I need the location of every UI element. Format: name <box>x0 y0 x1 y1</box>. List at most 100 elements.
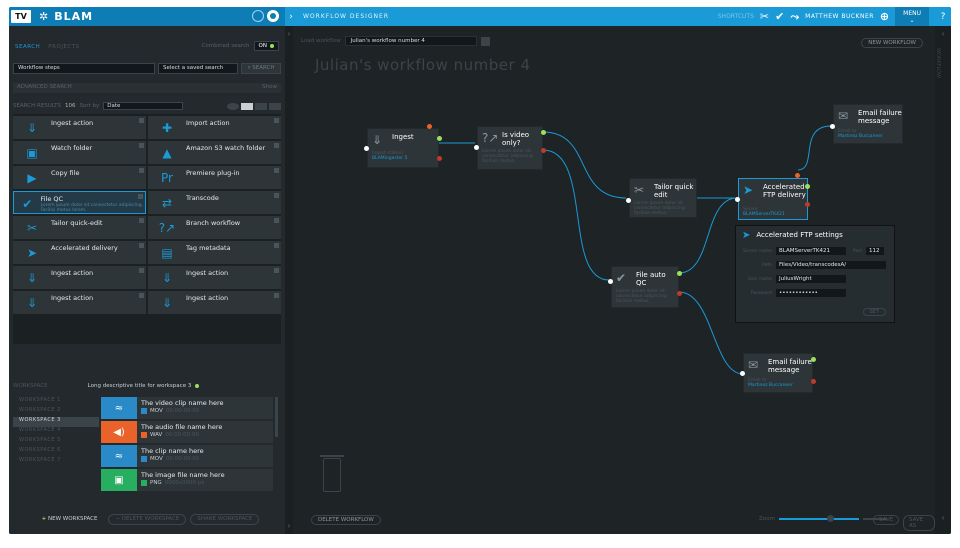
step-tile[interactable]: ▣Watch folder <box>13 141 146 164</box>
zoom-slider[interactable] <box>778 515 859 522</box>
user-name[interactable]: MATTHEW BUCKNER <box>805 13 874 20</box>
port-success[interactable] <box>677 271 682 276</box>
step-tile[interactable]: ⇓Ingest action <box>13 266 146 289</box>
tab-search[interactable]: SEARCH <box>15 44 41 50</box>
workspace-item[interactable]: WORKSPACE 3 <box>13 417 99 427</box>
menu-button[interactable]: MENU ⌄ <box>895 7 929 26</box>
port-in[interactable] <box>735 197 740 202</box>
node-file-auto-qc[interactable]: ✔ File auto QC Lorem ipsum dolor sit con… <box>611 266 679 308</box>
workspace-item[interactable]: WORKSPACE 6 <box>19 447 61 453</box>
workspace-item[interactable]: WORKSPACE 1 <box>19 397 61 403</box>
clip-scrollbar[interactable] <box>275 397 278 437</box>
qc-check-icon[interactable]: ✔ <box>775 10 785 23</box>
step-tile[interactable]: ⇓Ingest action <box>148 266 281 289</box>
info-icon[interactable] <box>274 168 279 173</box>
left-collapse-strip[interactable]: › › <box>285 26 293 534</box>
step-tile[interactable]: ✚Import action <box>148 116 281 139</box>
port-success[interactable] <box>541 130 546 135</box>
workspace-item[interactable]: WORKSPACE 4 <box>19 427 61 433</box>
port-success[interactable] <box>811 357 816 362</box>
delete-workflow-button[interactable]: DELETE WORKFLOW <box>311 515 381 525</box>
step-tile[interactable]: ▶Copy file <box>13 166 146 189</box>
user-field[interactable]: JuliusWright <box>776 275 846 283</box>
step-tile[interactable]: ✂Tailor quick-edit <box>13 216 146 239</box>
save-as-button[interactable]: SAVE AS <box>903 515 935 531</box>
port-in[interactable] <box>364 146 369 151</box>
node-tailor-quick-edit[interactable]: ✂ Tailor quick edit Lorem ipsum dolor si… <box>629 178 697 218</box>
info-icon[interactable] <box>138 194 143 199</box>
new-workspace-button[interactable]: + NEW WORKSPACE <box>35 514 105 525</box>
node-is-video[interactable]: ?↗ Is video only? Lorem ipsum dolor sit … <box>477 126 543 170</box>
info-icon[interactable] <box>274 243 279 248</box>
info-icon[interactable] <box>274 293 279 298</box>
info-icon[interactable] <box>274 268 279 273</box>
branch-icon[interactable]: ⤳ <box>790 9 800 23</box>
port-in[interactable] <box>740 371 745 376</box>
step-tile[interactable]: ?↗Branch workflow <box>148 216 281 239</box>
path-field[interactable]: Files/Video/transcodesA/ <box>776 261 886 269</box>
port-in[interactable] <box>626 198 631 203</box>
port-failure[interactable] <box>437 156 442 161</box>
combined-search-toggle[interactable]: ON <box>253 41 279 51</box>
list-view-icon[interactable] <box>255 102 267 110</box>
new-workflow-button[interactable]: NEW WORKFLOW <box>861 38 923 48</box>
share-workspace-button[interactable]: SHARE WORKSPACE <box>190 514 260 525</box>
save-button[interactable]: SAVE <box>873 515 900 525</box>
info-icon[interactable] <box>274 118 279 123</box>
step-tile[interactable]: ▤Tag metadata <box>148 241 281 264</box>
info-icon[interactable] <box>274 143 279 148</box>
grid-view-icon[interactable] <box>241 102 253 110</box>
workflow-select[interactable]: Julian's workflow number 4 <box>344 36 477 46</box>
info-icon[interactable] <box>139 293 144 298</box>
port-failure[interactable] <box>677 291 682 296</box>
chevron-right-icon[interactable]: › <box>289 11 293 22</box>
step-tile[interactable]: ⇓Ingest action <box>13 291 146 314</box>
workflow-canvas[interactable]: Load workflow Julian's workflow number 4… <box>293 26 935 534</box>
port-failure[interactable] <box>811 379 816 384</box>
set-button[interactable]: SET <box>862 308 886 316</box>
port-in[interactable] <box>474 145 479 150</box>
info-icon[interactable] <box>139 243 144 248</box>
info-icon[interactable] <box>139 168 144 173</box>
port-warning[interactable] <box>427 124 432 129</box>
search-button[interactable]: ⌕ SEARCH <box>241 63 281 74</box>
step-tile[interactable]: ⇓Ingest action <box>148 291 281 314</box>
port-field[interactable]: 112 <box>866 247 884 255</box>
tab-projects[interactable]: PROJECTS <box>48 44 80 50</box>
scissors-icon[interactable]: ✂ <box>759 10 770 23</box>
port-in[interactable] <box>608 279 613 284</box>
workspace-item[interactable]: WORKSPACE 7 <box>19 457 61 463</box>
delete-workspace-button[interactable]: − DELETE WORKSPACE <box>108 514 187 525</box>
info-icon[interactable] <box>139 218 144 223</box>
port-warning[interactable] <box>795 173 800 178</box>
user-menu-icon[interactable]: ⊕ <box>879 10 890 23</box>
info-icon[interactable] <box>274 193 279 198</box>
server-field[interactable]: BLAMServerTK421 <box>776 247 846 255</box>
step-tile[interactable]: ➤Accelerated delivery <box>13 241 146 264</box>
info-icon[interactable] <box>139 118 144 123</box>
right-collapse-strip[interactable]: ‹ WORKFLOW ‹ <box>935 26 951 534</box>
saved-search-select[interactable]: Select a saved search <box>158 63 238 74</box>
port-failure[interactable] <box>805 202 810 207</box>
password-field[interactable]: •••••••••••• <box>776 289 846 297</box>
info-icon[interactable] <box>274 218 279 223</box>
port-in[interactable] <box>830 124 835 129</box>
search-input[interactable]: Workflow steps <box>13 63 155 74</box>
clear-icon[interactable] <box>480 36 490 46</box>
port-success[interactable] <box>437 136 442 141</box>
trash-icon[interactable] <box>320 455 344 492</box>
workflow-title[interactable]: Julian's workflow number 4 <box>315 56 531 74</box>
port-failure[interactable] <box>541 148 546 153</box>
info-icon[interactable] <box>139 143 144 148</box>
dark-mode-icon[interactable] <box>267 10 279 22</box>
workspace-item[interactable]: WORKSPACE 2 <box>19 407 61 413</box>
